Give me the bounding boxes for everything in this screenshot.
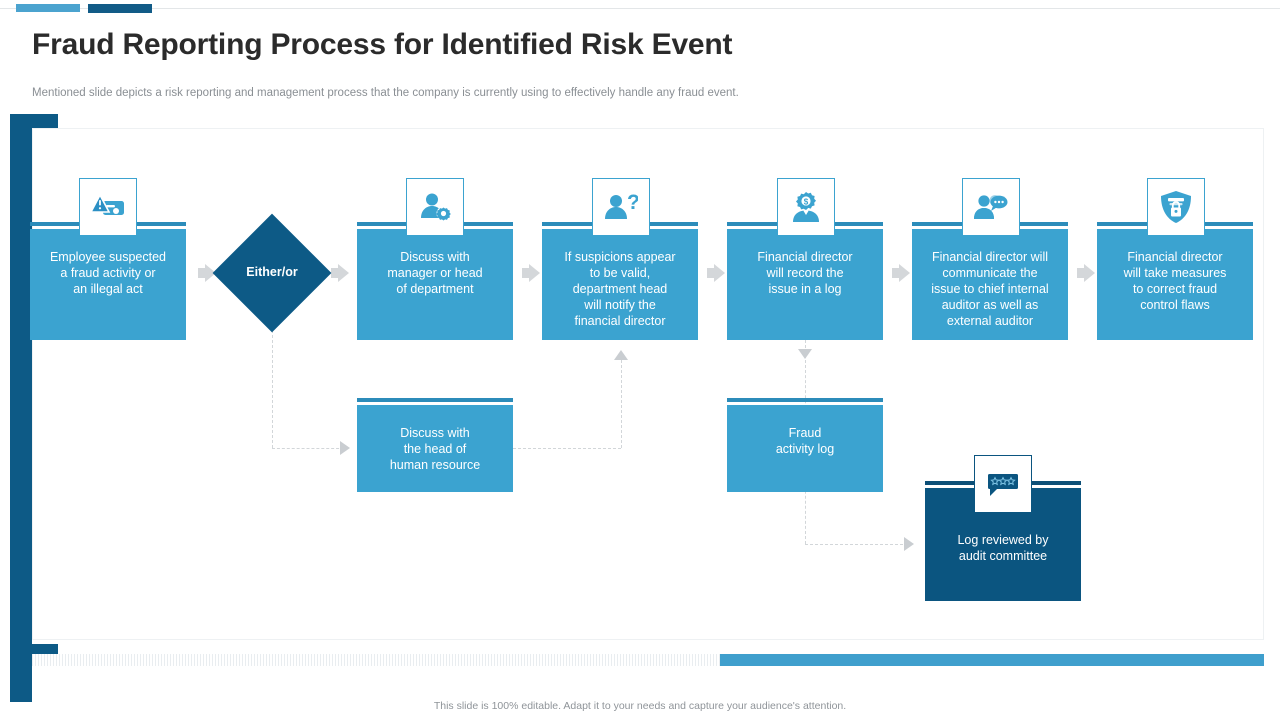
arrow-step4-to-step5 <box>892 264 910 282</box>
connector-arrowhead-to-hr <box>340 441 350 455</box>
footer-accent-bar <box>720 654 1264 666</box>
footer-hatch-bar <box>32 654 720 666</box>
node-body: If suspicions appear to be valid, depart… <box>542 229 698 340</box>
header-top-rule <box>0 8 1280 9</box>
shield-lock-icon <box>1160 190 1192 224</box>
decision-diamond-label: Either/or <box>246 265 298 279</box>
flow-node-step-2[interactable]: Discuss with manager or head of departme… <box>357 222 513 340</box>
node-body: Discuss with manager or head of departme… <box>357 229 513 340</box>
accent-bar-dark <box>88 4 152 13</box>
fraud-alert-card-icon <box>91 193 125 221</box>
flow-node-step-5[interactable]: Financial director will communicate the … <box>912 222 1068 340</box>
flow-node-step-6[interactable]: Financial director will take measures to… <box>1097 222 1253 340</box>
finance-manager-gear-icon: $ <box>789 191 823 223</box>
connector-hr-to-step3-horizontal <box>513 448 621 449</box>
svg-text:?: ? <box>627 192 638 214</box>
user-chat-bubble-icon <box>974 193 1008 221</box>
accent-bar-light <box>16 4 80 12</box>
connector-arrowhead-to-log <box>798 349 812 359</box>
flow-node-step-log[interactable]: Fraud activity log <box>727 398 883 492</box>
user-gear-icon-badge <box>406 178 464 236</box>
user-question-icon: ? <box>604 192 638 222</box>
flow-node-step-1[interactable]: Employee suspected a fraud activity or a… <box>30 222 186 340</box>
node-body: Fraud activity log <box>727 405 883 492</box>
flow-node-step-4-label: Financial director will record the issue… <box>757 250 853 296</box>
flow-node-step-1-label: Employee suspected a fraud activity or a… <box>49 250 167 296</box>
page-subtitle: Mentioned slide depicts a risk reporting… <box>32 87 739 99</box>
connector-log-to-audit-horizontal <box>805 544 908 545</box>
user-question-icon-badge: ? <box>592 178 650 236</box>
left-bracket-spine <box>10 114 32 702</box>
arrow-decision-to-step2 <box>331 264 349 282</box>
user-gear-icon <box>418 192 452 222</box>
node-cap <box>357 398 513 402</box>
node-body: Financial director will communicate the … <box>912 229 1068 340</box>
arrow-step2-to-step3 <box>522 264 540 282</box>
connector-arrowhead-to-step3 <box>614 350 628 360</box>
footer-note: This slide is 100% editable. Adapt it to… <box>433 700 847 712</box>
flow-node-step-audit-label: Log reviewed by audit committee <box>957 533 1049 563</box>
connector-decision-to-hr-horizontal <box>272 448 344 449</box>
flow-node-step-4[interactable]: Financial director will record the issue… <box>727 222 883 340</box>
review-stars-bubble-icon <box>986 470 1020 498</box>
flow-node-step-hr[interactable]: Discuss with the head of human resource <box>357 398 513 492</box>
flow-node-step-3-label: If suspicions appear to be valid, depart… <box>564 250 676 328</box>
arrow-step5-to-step6 <box>1077 264 1095 282</box>
svg-text:$: $ <box>804 198 809 207</box>
review-stars-bubble-icon-badge <box>974 455 1032 513</box>
page-title: Fraud Reporting Process for Identified R… <box>32 28 733 61</box>
finance-manager-gear-icon-badge: $ <box>777 178 835 236</box>
user-chat-bubble-icon-badge <box>962 178 1020 236</box>
connector-hr-to-step3-vertical <box>621 360 622 448</box>
flow-node-step-log-label: Fraud activity log <box>775 426 835 456</box>
flow-node-step-hr-label: Discuss with the head of human resource <box>389 426 481 472</box>
connector-arrowhead-to-audit <box>904 537 914 551</box>
node-body: Employee suspected a fraud activity or a… <box>30 229 186 340</box>
flow-node-step-2-label: Discuss with manager or head of departme… <box>387 250 483 296</box>
node-body: Discuss with the head of human resource <box>357 405 513 492</box>
flow-node-step-6-label: Financial director will take measures to… <box>1123 250 1227 312</box>
arrow-step3-to-step4 <box>707 264 725 282</box>
arrow-step1-to-decision <box>198 264 216 282</box>
shield-lock-icon-badge <box>1147 178 1205 236</box>
node-body: Financial director will record the issue… <box>727 229 883 340</box>
node-cap <box>727 398 883 402</box>
flow-node-step-5-label: Financial director will communicate the … <box>931 250 1049 328</box>
node-body: Financial director will take measures to… <box>1097 229 1253 340</box>
fraud-alert-card-icon-badge <box>79 178 137 236</box>
connector-decision-to-hr-vertical <box>272 315 273 448</box>
flow-node-step-3[interactable]: If suspicions appear to be valid, depart… <box>542 222 698 340</box>
